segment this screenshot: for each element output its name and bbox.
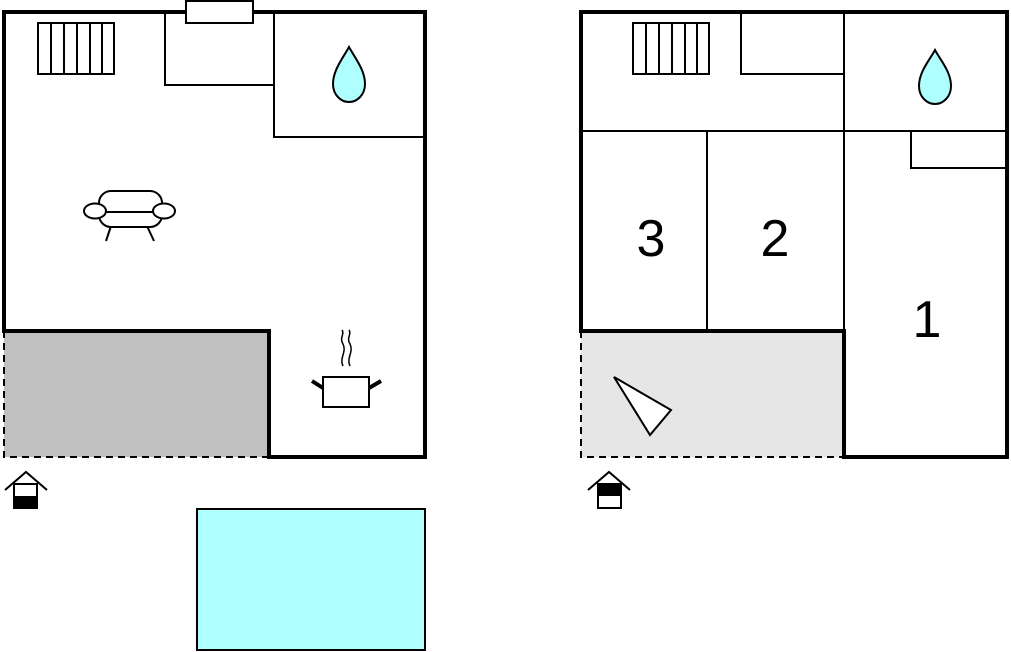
radiator-icon — [37, 22, 115, 75]
water-drop-icon — [331, 44, 367, 104]
terrace-upper-floor — [581, 331, 844, 457]
terrace-boundary — [3, 331, 269, 458]
upper-floor-inner-wall-top — [740, 12, 844, 75]
entrance-icon — [4, 470, 48, 509]
radiator-icon — [632, 22, 710, 75]
water-drop-icon — [917, 47, 953, 106]
bathroom-wall — [273, 12, 425, 138]
bathroom-wall-upper — [910, 131, 1007, 169]
entrance-icon — [587, 470, 631, 509]
swimming-pool — [196, 508, 426, 651]
chimney — [185, 0, 254, 24]
ground-floor-inner-wall — [164, 12, 274, 86]
room-label-3: 3 — [637, 210, 666, 268]
sun-lounger-icon — [613, 376, 673, 437]
ground-floor-outer-wall — [2, 10, 427, 459]
room-label-1: 1 — [913, 291, 942, 349]
upper-floor-plan: 3 2 1 — [579, 10, 1009, 509]
ground-floor-plan — [2, 0, 427, 509]
upper-terrace-boundary — [580, 331, 844, 458]
terrace-ground-floor — [4, 331, 269, 457]
room-label-2: 2 — [761, 210, 790, 268]
sofa-icon — [83, 190, 176, 242]
cooking-pot-icon — [310, 329, 383, 408]
